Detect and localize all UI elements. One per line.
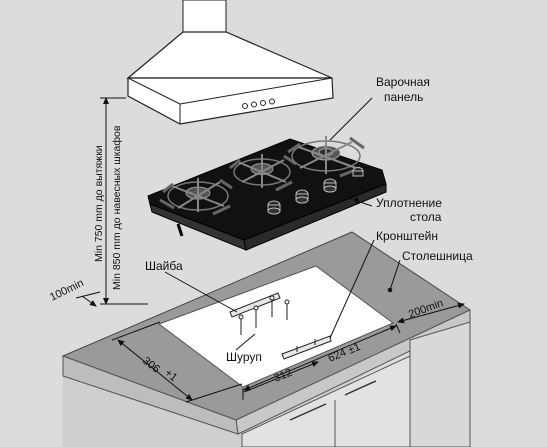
hood-buttons [242, 98, 275, 109]
bracket-offset-dimension [243, 361, 319, 393]
washer-label: Шайба [145, 259, 183, 273]
bracket-label: Кронштейн [376, 229, 438, 243]
width-dimension [242, 323, 401, 400]
depth-dimension [111, 321, 243, 403]
burner-right [287, 136, 365, 178]
height-dimension [100, 97, 148, 305]
burner-middle [229, 154, 297, 192]
screw-label: Шуруп [226, 350, 262, 364]
gas-hob [147, 136, 387, 251]
hob-label-line2: панель [384, 90, 423, 104]
countertop-label: Столешница [402, 249, 473, 263]
control-knobs [267, 167, 364, 215]
seal-label-line2: стола [410, 210, 442, 224]
burner-left [159, 178, 233, 216]
bracket-left [229, 292, 290, 335]
leader-lines [164, 97, 401, 351]
seal-label-line1: Уплотнение [376, 196, 442, 210]
cabinet-min-label: Min 850 mm до навесных шкафов [111, 125, 123, 290]
back-clearance-dimension [397, 302, 465, 324]
cutout-width-tolerance: ±1 [346, 341, 362, 357]
hood-min-label: Min 750 mm до вытяжки [93, 145, 105, 262]
range-hood [126, 0, 334, 125]
side-clearance-dimension [75, 291, 101, 307]
hob-label-line1: Варочная [376, 75, 430, 89]
